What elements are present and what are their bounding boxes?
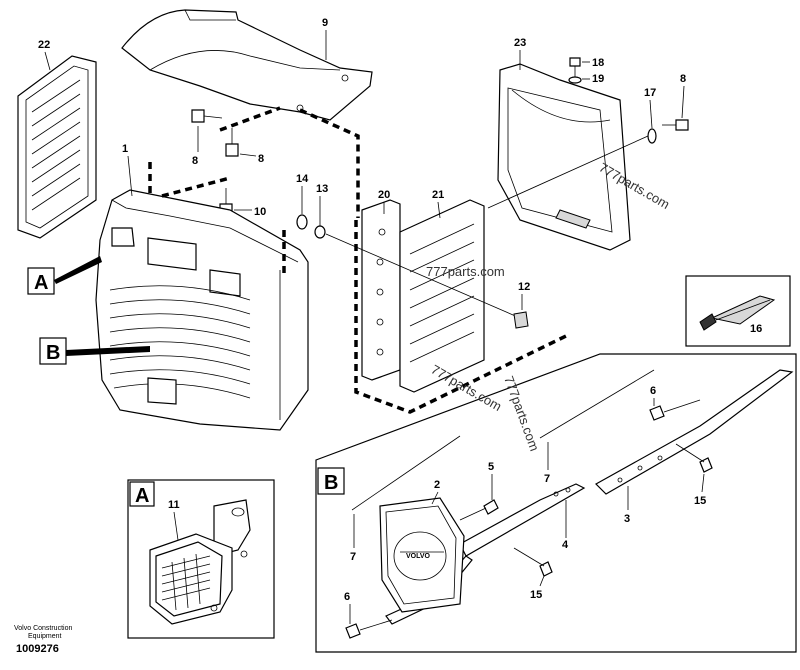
part-2-badge: VOLVO bbox=[379, 497, 465, 613]
callout-23: 23 bbox=[514, 37, 526, 49]
screw-6-lower bbox=[345, 619, 393, 639]
watermark-3: 777parts.com bbox=[429, 362, 505, 414]
callout-8-right: 8 bbox=[680, 73, 686, 85]
washer-17 bbox=[647, 128, 657, 144]
assembly-line-12 bbox=[325, 233, 521, 319]
part-22-side-grille bbox=[17, 55, 97, 239]
trim-strip-7-upper bbox=[539, 369, 655, 439]
callout-6-lower: 6 bbox=[344, 591, 350, 603]
part-3-rail bbox=[595, 369, 794, 495]
footer-brand-line2: Equipment bbox=[28, 633, 62, 640]
callout-8-mid: 8 bbox=[258, 153, 264, 165]
trim-strip-7-lower bbox=[351, 435, 461, 511]
callout-3: 3 bbox=[624, 513, 630, 525]
callout-11: 11 bbox=[168, 499, 180, 511]
leader-1 bbox=[127, 155, 133, 197]
leader-2 bbox=[431, 491, 439, 505]
callout-5: 5 bbox=[488, 461, 494, 473]
leader-8-mid bbox=[239, 153, 257, 157]
dashed-assembly-outline bbox=[148, 106, 567, 414]
leader-21 bbox=[437, 201, 441, 219]
detail-label-b: B bbox=[46, 342, 60, 364]
screw-6-upper bbox=[649, 399, 701, 421]
part-11-work-lamp bbox=[149, 499, 251, 625]
callout-13: 13 bbox=[316, 183, 328, 195]
clip-12 bbox=[513, 311, 529, 329]
callout-12: 12 bbox=[518, 281, 530, 293]
callout-10: 10 bbox=[254, 206, 266, 218]
detail-label-a: A bbox=[34, 272, 48, 294]
volvo-logo-text: VOLVO bbox=[406, 553, 431, 560]
leader-22 bbox=[44, 51, 51, 71]
screw-15-lower bbox=[513, 547, 553, 577]
callout-14: 14 bbox=[296, 173, 309, 185]
assembly-line-17 bbox=[487, 135, 649, 209]
callout-7-lower: 7 bbox=[350, 551, 356, 563]
washer-14 bbox=[296, 214, 308, 230]
detail-marker-b: B bbox=[39, 337, 150, 365]
callout-6-upper: 6 bbox=[650, 385, 656, 397]
callout-17: 17 bbox=[644, 87, 656, 99]
part-20-bracket bbox=[361, 199, 401, 381]
leader-15-right bbox=[701, 473, 705, 493]
leader-11 bbox=[173, 511, 179, 541]
callout-9: 9 bbox=[322, 17, 328, 29]
callout-15-lower: 15 bbox=[530, 589, 542, 601]
bolt-8-mid bbox=[225, 128, 239, 157]
footer-brand-line1: Volvo Construction bbox=[14, 625, 72, 632]
leader-15-lower bbox=[539, 575, 545, 587]
detail-a-box: A bbox=[127, 479, 275, 639]
callout-20: 20 bbox=[378, 189, 390, 201]
part-1-front-grille bbox=[95, 189, 309, 431]
bolt-8-upper bbox=[191, 109, 223, 123]
watermark-2: 777parts.com bbox=[426, 264, 505, 279]
watermark-4: 777parts.com bbox=[501, 374, 542, 453]
callout-4: 4 bbox=[562, 539, 569, 551]
detail-box-label-a: A bbox=[135, 485, 149, 507]
detail-b-box: B bbox=[315, 353, 797, 653]
callout-19: 19 bbox=[592, 73, 604, 85]
part-21-side-grille bbox=[399, 199, 485, 393]
callout-15-right: 15 bbox=[694, 495, 706, 507]
callout-1: 1 bbox=[122, 143, 128, 155]
leader-17 bbox=[649, 99, 653, 129]
washer-19 bbox=[568, 76, 582, 84]
part-9-top-cover bbox=[121, 9, 373, 121]
part-23-shroud-frame bbox=[497, 63, 631, 251]
callout-8-upper: 8 bbox=[192, 155, 198, 167]
detail-box-label-b: B bbox=[324, 472, 338, 494]
callout-21: 21 bbox=[432, 189, 444, 201]
bolt-8-right bbox=[662, 119, 689, 131]
drawing-number: 1009276 bbox=[16, 643, 59, 655]
part-16-box bbox=[685, 275, 791, 347]
callout-7-upper: 7 bbox=[544, 473, 550, 485]
callout-2: 2 bbox=[434, 479, 440, 491]
callout-18: 18 bbox=[592, 57, 604, 69]
detail-marker-a: A bbox=[27, 256, 102, 295]
nut-13 bbox=[314, 225, 326, 239]
callout-22: 22 bbox=[38, 39, 50, 51]
screw-15-right bbox=[675, 443, 713, 473]
callout-16: 16 bbox=[750, 323, 762, 335]
screw-5 bbox=[459, 499, 499, 521]
bolt-18 bbox=[569, 57, 581, 80]
leader-8-right bbox=[681, 85, 685, 119]
